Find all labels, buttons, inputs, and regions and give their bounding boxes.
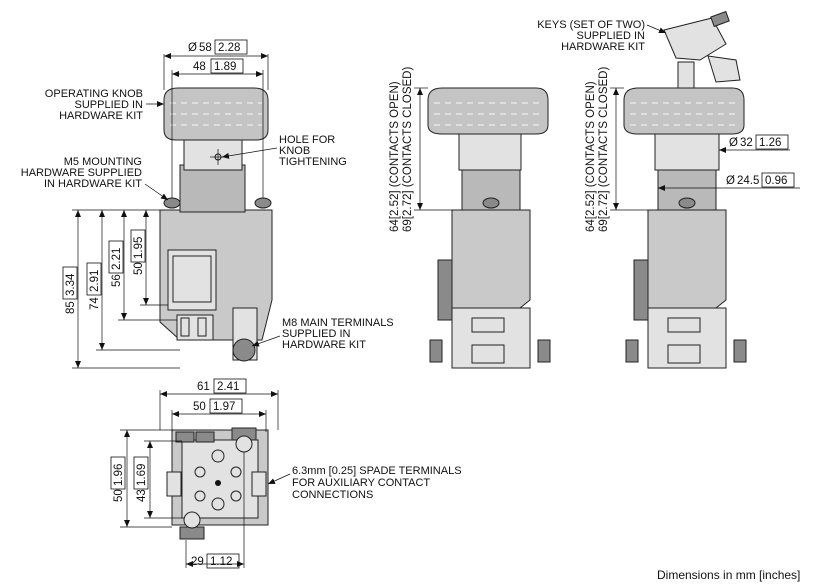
svg-text:CONNECTIONS: CONNECTIONS [292, 489, 373, 501]
dim-w48-mm: 48 [193, 61, 206, 73]
dim-h85-mm: 85 [65, 301, 77, 314]
dim-h56: 56 2.21 [108, 210, 177, 321]
dim-h56-mm: 56 [111, 274, 123, 287]
svg-text:M5 MOUNTING: M5 MOUNTING [64, 156, 142, 168]
svg-text:6.3mm [0.25] SPADE TERMINALS: 6.3mm [0.25] SPADE TERMINALS [292, 465, 462, 477]
dim-h56-in: 2.21 [111, 248, 123, 270]
svg-text:OPERATING KNOB: OPERATING KNOB [45, 88, 143, 100]
dim-d24-mm: 24.5 [737, 175, 759, 187]
svg-text:HARDWARE KIT: HARDWARE KIT [282, 339, 366, 351]
svg-text:FOR AUXILIARY CONTACT: FOR AUXILIARY CONTACT [292, 477, 430, 489]
label-spade-terminals: 6.3mm [0.25] SPADE TERMINALS FOR AUXILIA… [267, 465, 462, 501]
footer-units: Dimensions in mm [inches] [657, 568, 800, 582]
dim-d32-in: 1.26 [759, 137, 781, 149]
dim-h50: 50 1.95 [130, 210, 168, 306]
dim-w29: 29 1.12 [185, 452, 245, 569]
svg-text:Ø: Ø [729, 137, 738, 149]
svg-text:Ø: Ø [188, 42, 197, 54]
dim-contacts-key: 64[2.52] (CONTACTS OPEN) 69[2.72] (CONTA… [585, 67, 648, 232]
dim-w29-in: 1.12 [210, 556, 232, 568]
label-hole-knob: HOLE FOR KNOB TIGHTENING [221, 134, 347, 168]
label-m8-terminals: M8 MAIN TERMINALS SUPPLIED IN HARDWARE K… [251, 317, 394, 351]
svg-text:HARDWARE KIT: HARDWARE KIT [59, 110, 143, 122]
dim-v50: 50 1.96 [110, 429, 172, 528]
dim-contacts-knob: 64[2.52] (CONTACTS OPEN) 69[2.72] (CONTA… [389, 67, 452, 232]
label-m5-mounting: M5 MOUNTING HARDWARE SUPPLIED IN HARDWAR… [21, 156, 169, 201]
label-operating-knob: OPERATING KNOB SUPPLIED IN HARDWARE KIT [45, 88, 164, 122]
dim-v50-in: 1.96 [113, 464, 125, 486]
contacts-open-label-2: 64[2.52] (CONTACTS OPEN) [585, 81, 597, 232]
dim-d58: Ø 58 2.28 [163, 39, 269, 90]
dim-h74-mm: 74 [89, 297, 101, 310]
svg-text:SUPPLIED IN: SUPPLIED IN [282, 328, 351, 340]
dim-w50: 50 1.97 [171, 398, 267, 432]
svg-text:M8 MAIN TERMINALS: M8 MAIN TERMINALS [282, 317, 394, 329]
svg-text:KNOB: KNOB [279, 145, 310, 157]
dim-v43: 43 1.69 [133, 440, 182, 519]
dim-d24: Ø 24.5 0.96 [658, 172, 800, 191]
dim-w61-in: 2.41 [217, 381, 239, 393]
svg-text:TIGHTENING: TIGHTENING [279, 156, 347, 168]
dim-h74: 74 2.91 [86, 210, 180, 351]
contacts-closed-label: 69[2.72] (CONTACTS CLOSED) [402, 67, 414, 232]
svg-text:SUPPLIED IN: SUPPLIED IN [75, 99, 144, 111]
dim-h85-in: 3.34 [65, 273, 77, 296]
dim-v43-in: 1.69 [136, 464, 148, 486]
side-view-key [623, 10, 747, 369]
svg-text:IN HARDWARE KIT: IN HARDWARE KIT [44, 178, 142, 190]
svg-text:HARDWARE SUPPLIED: HARDWARE SUPPLIED [21, 167, 142, 179]
dim-w50-in: 1.97 [213, 401, 235, 413]
label-keys: KEYS (SET OF TWO) SUPPLIED IN HARDWARE K… [537, 19, 667, 53]
dim-w61-mm: 61 [197, 381, 210, 393]
dim-w48-in: 1.89 [214, 61, 236, 73]
dim-d32: Ø 32 1.26 [719, 134, 790, 153]
dim-w61: 61 2.41 [159, 378, 279, 430]
bottom-view [166, 427, 269, 540]
dim-d58-in: 2.28 [218, 42, 240, 54]
dim-d58-mm: 58 [199, 42, 212, 54]
svg-text:SUPPLIED IN: SUPPLIED IN [577, 30, 646, 42]
dim-w50-mm: 50 [193, 401, 206, 413]
front-view [159, 87, 273, 362]
dim-w29-mm: 29 [191, 556, 204, 568]
dim-d24-in: 0.96 [765, 175, 787, 187]
svg-text:HARDWARE KIT: HARDWARE KIT [561, 41, 645, 53]
dim-w48: 48 1.89 [171, 58, 264, 198]
dim-h50-mm: 50 [133, 262, 145, 275]
contacts-open-label: 64[2.52] (CONTACTS OPEN) [389, 81, 401, 232]
svg-text:KEYS (SET OF TWO): KEYS (SET OF TWO) [537, 19, 645, 31]
contacts-closed-label-2: 69[2.72] (CONTACTS CLOSED) [598, 67, 610, 232]
dim-h74-in: 2.91 [89, 270, 101, 292]
side-view-knob [427, 87, 551, 369]
dim-v43-mm: 43 [136, 489, 148, 502]
dim-v50-mm: 50 [113, 489, 125, 502]
svg-text:Ø: Ø [726, 175, 735, 187]
dim-h85: 85 3.34 [62, 209, 180, 369]
dim-d32-mm: 32 [740, 137, 753, 149]
svg-text:HOLE FOR: HOLE FOR [279, 134, 335, 146]
dim-h50-in: 1.95 [133, 237, 145, 259]
